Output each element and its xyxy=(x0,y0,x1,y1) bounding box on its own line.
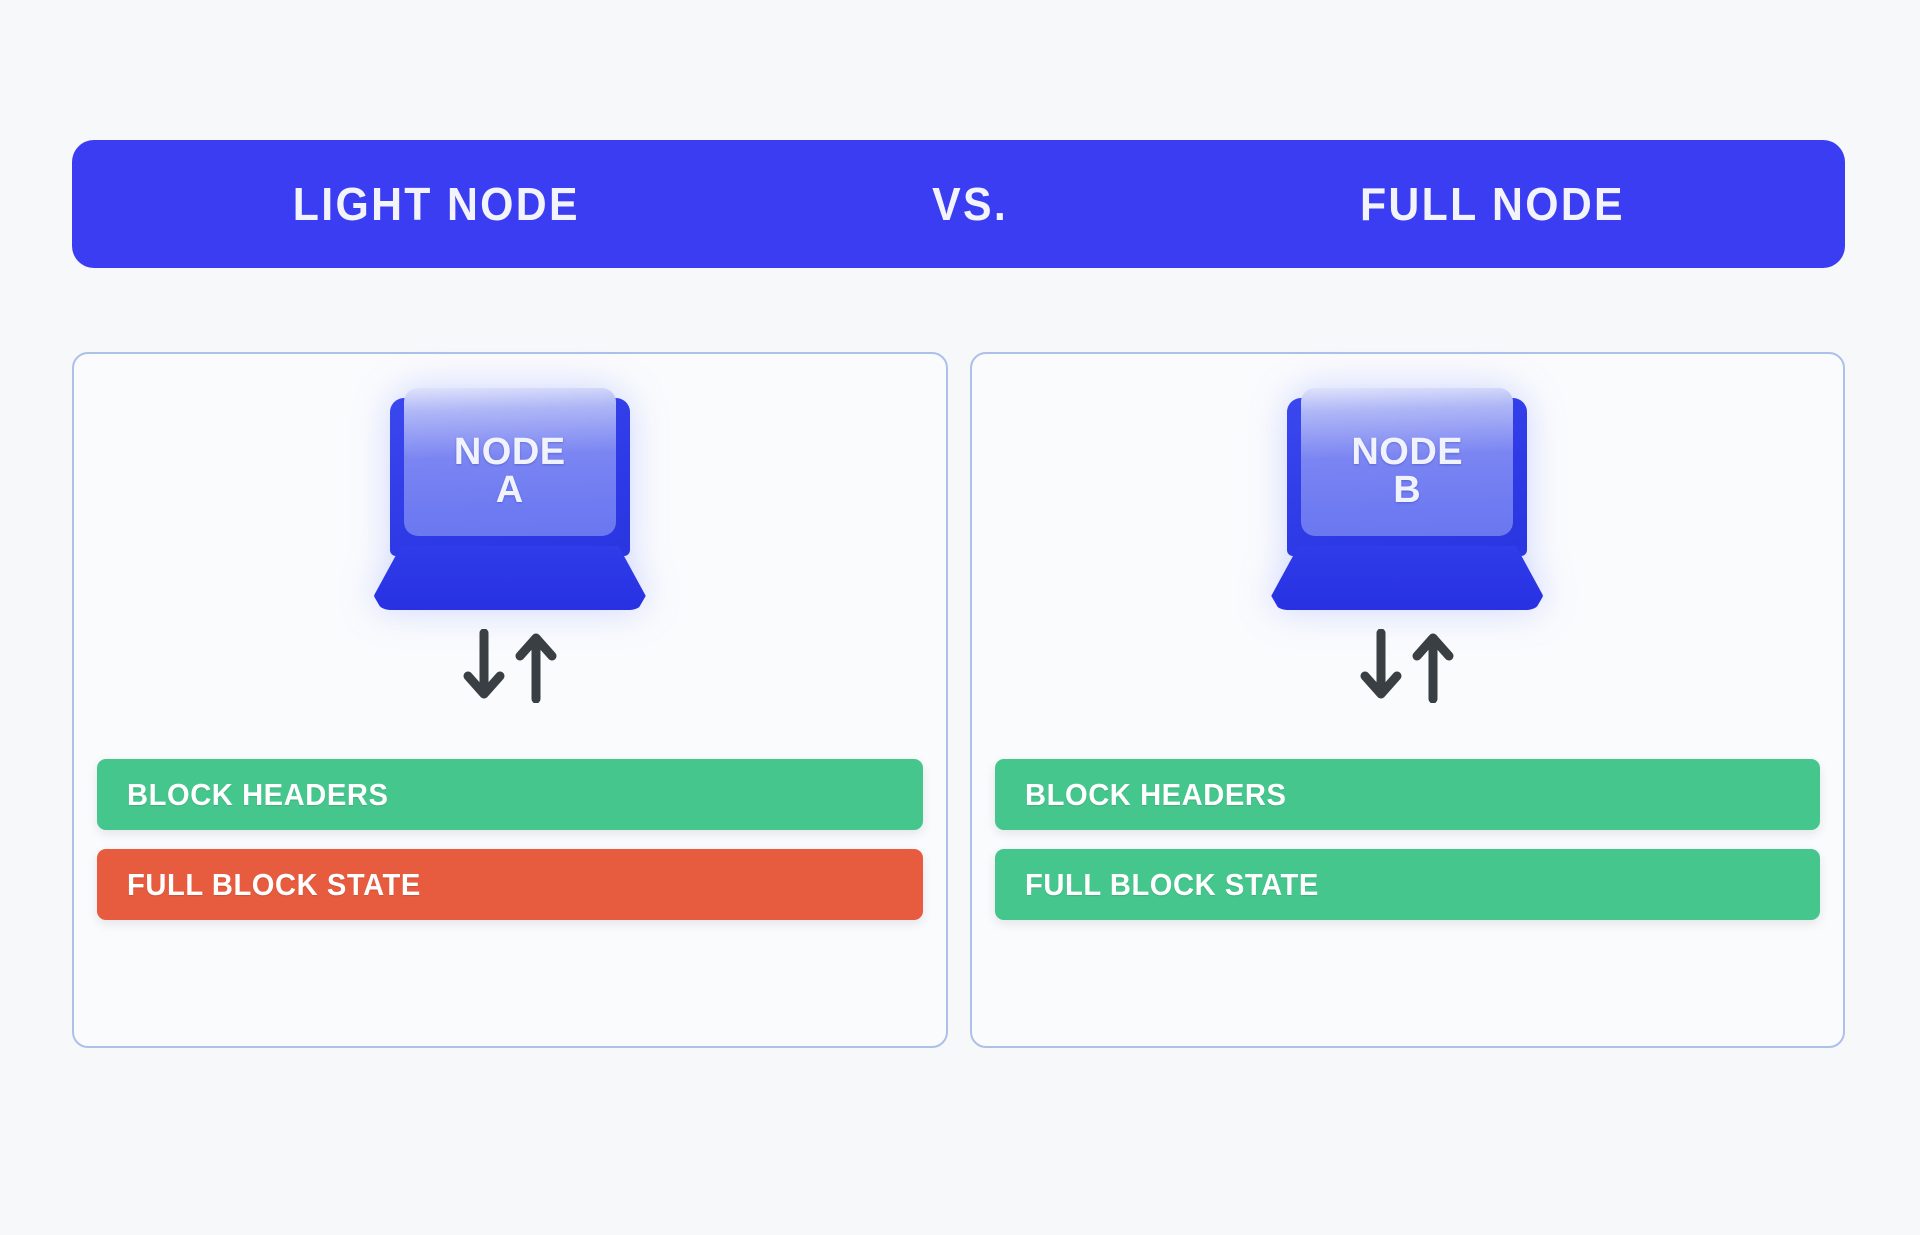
laptop-icon: NODE A xyxy=(368,386,652,618)
bar-block-headers-label: BLOCK HEADERS xyxy=(1024,776,1287,812)
arrow-down-icon xyxy=(1360,629,1402,699)
panels-container: NODE A BLOCK xyxy=(72,352,1845,1048)
node-a-screen-label: NODE A xyxy=(454,433,566,509)
arrow-up-icon xyxy=(515,633,557,703)
node-a-label-line1: NODE xyxy=(453,431,566,473)
node-b-sync-arrows xyxy=(972,629,1844,703)
laptop-screen: NODE B xyxy=(1301,388,1514,536)
node-a-bars: BLOCK HEADERS FULL BLOCK STATE xyxy=(97,759,923,920)
node-b-label-line2: B xyxy=(1393,469,1422,511)
node-a-label-line2: A xyxy=(495,469,524,511)
bar-full-block-state: FULL BLOCK STATE xyxy=(97,849,923,920)
laptop-base xyxy=(373,546,646,610)
node-b-device-wrap: NODE B xyxy=(972,386,1844,618)
node-a-device-wrap: NODE A xyxy=(74,386,946,618)
laptop-icon: NODE B xyxy=(1265,386,1549,618)
bar-block-headers: BLOCK HEADERS xyxy=(97,759,923,830)
bar-full-block-state-label: FULL BLOCK STATE xyxy=(127,866,421,902)
arrow-up-icon xyxy=(1412,633,1454,703)
header-title-full-node: FULL NODE xyxy=(1360,178,1626,230)
laptop-base xyxy=(1271,546,1544,610)
bar-full-block-state-label: FULL BLOCK STATE xyxy=(1024,866,1319,902)
node-b-screen-label: NODE B xyxy=(1351,433,1463,509)
header-title-light-node: LIGHT NODE xyxy=(292,178,580,230)
laptop-screen: NODE A xyxy=(403,388,616,536)
header-title-row: LIGHT NODE VS. FULL NODE xyxy=(72,177,1845,231)
arrow-down-icon xyxy=(463,629,505,699)
bar-block-headers-label: BLOCK HEADERS xyxy=(127,776,389,812)
node-a-sync-arrows xyxy=(74,629,946,703)
bar-full-block-state: FULL BLOCK STATE xyxy=(994,849,1820,920)
comparison-header-banner: LIGHT NODE VS. FULL NODE xyxy=(72,140,1845,268)
bar-block-headers: BLOCK HEADERS xyxy=(994,759,1820,830)
light-node-panel: NODE A BLOCK xyxy=(72,352,948,1048)
full-node-panel: NODE B BLOCK xyxy=(969,352,1845,1048)
node-b-bars: BLOCK HEADERS FULL BLOCK STATE xyxy=(994,759,1820,920)
node-b-label-line1: NODE xyxy=(1351,431,1464,473)
header-title-versus: VS. xyxy=(932,178,1009,230)
